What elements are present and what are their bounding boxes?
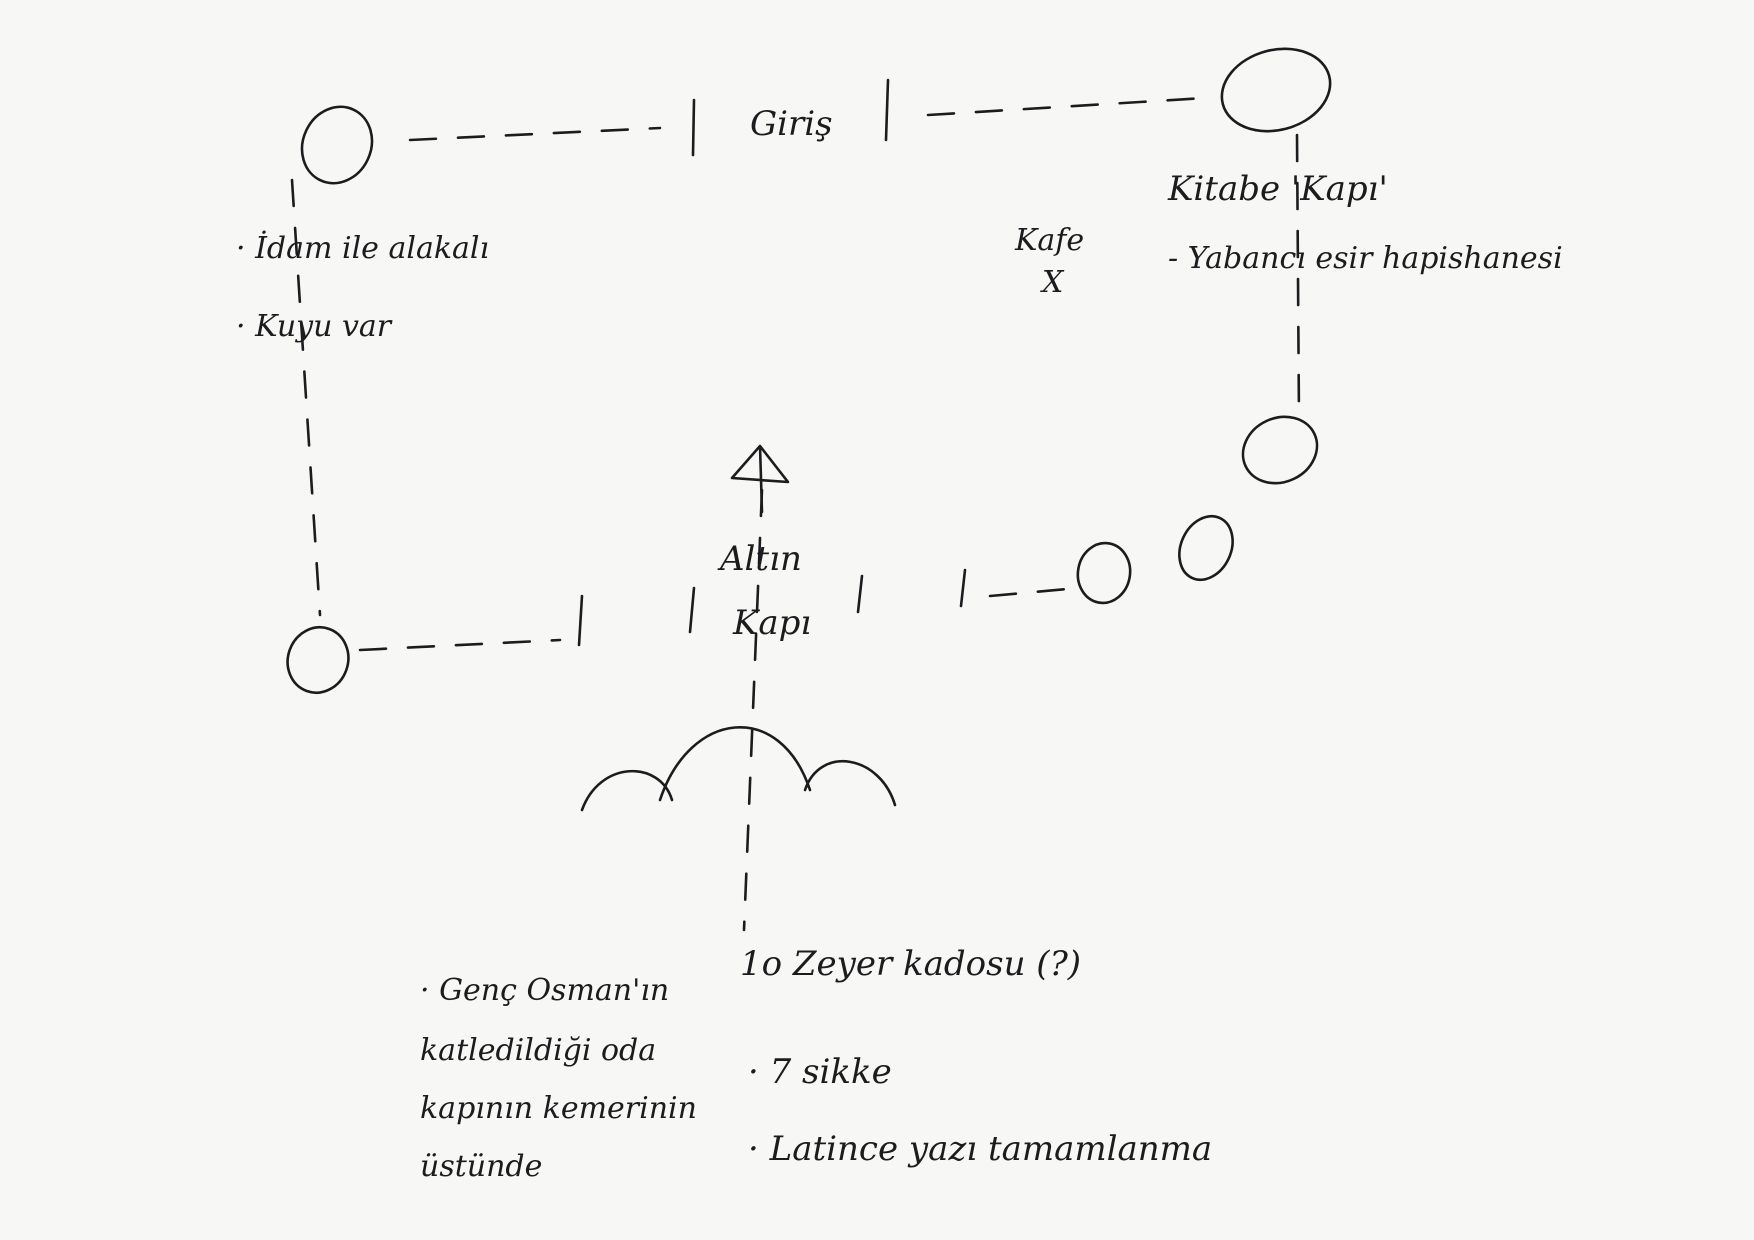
door-bottom-d — [959, 568, 967, 608]
arch-right — [803, 760, 897, 807]
door-top-right-tick — [884, 78, 890, 142]
label-kuyu: · Kuyu var — [236, 309, 393, 344]
label-kafe: Kafe — [1014, 223, 1084, 258]
note-line-3: kapının kemerinin — [420, 1091, 697, 1126]
corridor-bottom-right — [988, 586, 1080, 598]
door-bottom-b — [688, 586, 696, 634]
room-top-left — [300, 105, 374, 185]
arch-center — [658, 725, 812, 802]
door-top-left-tick — [691, 98, 696, 157]
note-line-2: katledildiği oda — [420, 1033, 656, 1068]
kafe-x-marker: X — [1040, 265, 1065, 300]
door-bottom-a — [577, 594, 584, 647]
corridor-left-vertical — [290, 178, 322, 617]
corridor-right-vertical — [1295, 133, 1301, 422]
room-bottom-left — [286, 626, 350, 694]
note-line-4: üstünde — [420, 1149, 542, 1184]
label-latince: · Latince yazı tamamlanma — [748, 1129, 1212, 1169]
corridor-top-left — [408, 126, 662, 142]
corridor-center-vertical — [742, 488, 764, 932]
label-kapi: Kapı — [732, 603, 811, 643]
label-sikke: · 7 sikke — [748, 1052, 892, 1092]
corridor-bottom-left — [358, 638, 562, 652]
label-giris: Giriş — [750, 104, 833, 144]
corridor-top-right — [926, 96, 1207, 117]
label-altin: Altın — [717, 539, 802, 579]
arch-left — [580, 769, 674, 812]
label-zeyer: 1o Zeyer kadosu (?) — [740, 944, 1081, 984]
label-idam: · İdam ile alakalı — [236, 230, 489, 266]
room-small-right — [1178, 514, 1234, 582]
triangle-arrow-icon — [730, 444, 790, 514]
room-right-mid — [1241, 415, 1319, 485]
note-line-1: · Genç Osman'ın — [420, 973, 669, 1008]
label-kitabe-kapi: Kitabe 'Kapı' — [1167, 169, 1388, 209]
door-bottom-c — [856, 574, 864, 614]
label-yabanci: - Yabancı esir hapishanesi — [1168, 241, 1563, 276]
room-top-right — [1220, 47, 1332, 133]
room-small-left — [1076, 541, 1132, 605]
